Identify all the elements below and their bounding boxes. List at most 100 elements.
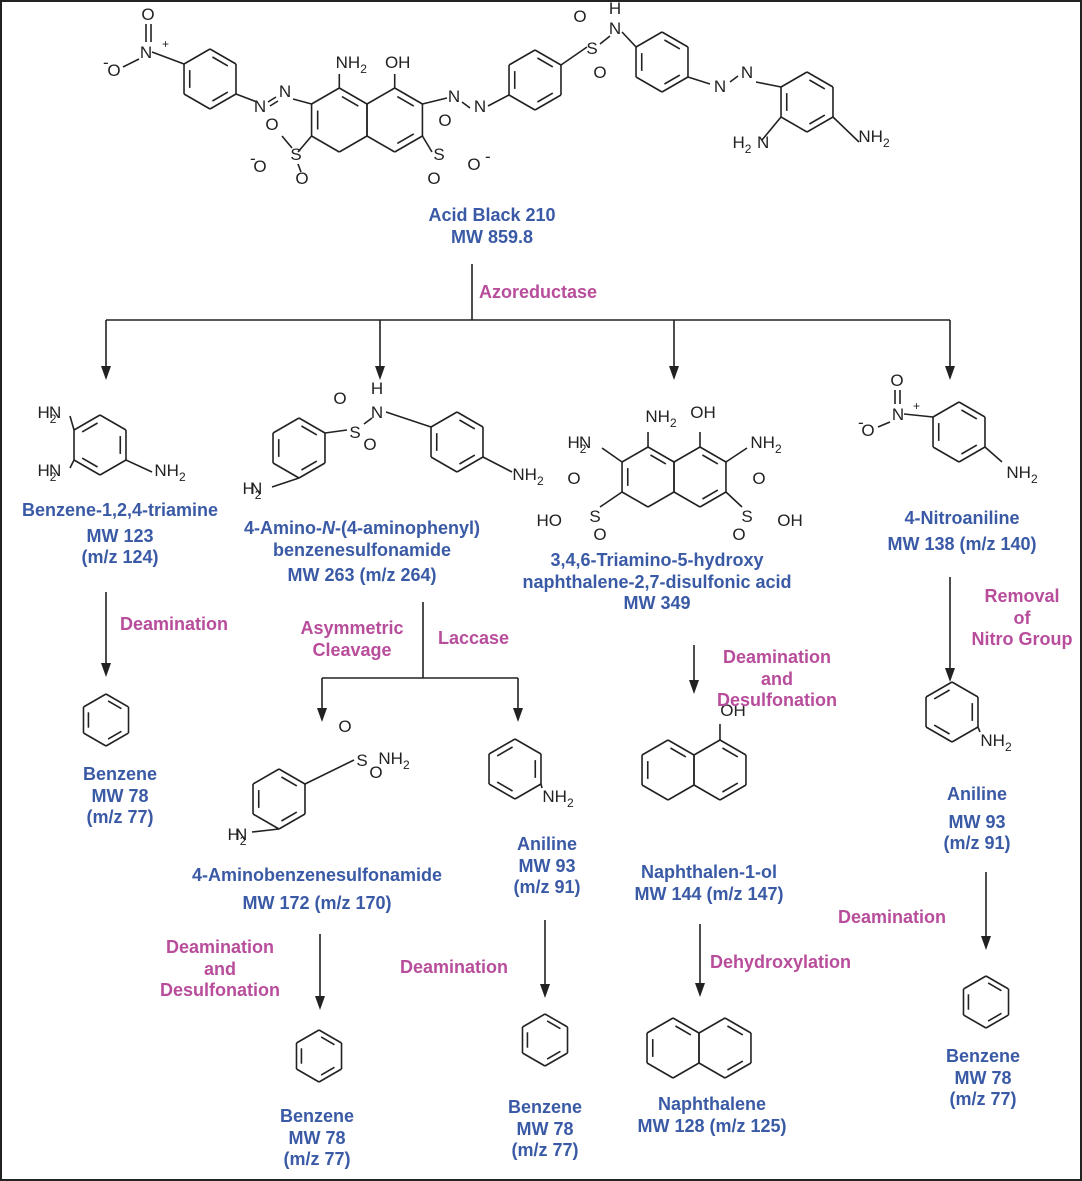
atom-label: N	[235, 825, 247, 844]
atom-label: +	[162, 37, 169, 51]
ring-bond	[272, 462, 300, 479]
ring-bond	[641, 784, 669, 801]
ring-bond	[925, 726, 953, 743]
ring-bond	[958, 401, 986, 418]
bond	[69, 415, 75, 431]
ring-bond	[661, 31, 689, 48]
ring-bond	[311, 87, 340, 105]
double-bond	[546, 1050, 561, 1060]
bond	[599, 35, 611, 45]
ring-bond	[456, 411, 484, 428]
bond	[560, 46, 588, 66]
double-bond	[961, 444, 978, 455]
atom-label: NH2	[336, 53, 368, 76]
double-bond	[341, 95, 359, 107]
bond	[601, 447, 623, 463]
atom-label: N	[49, 403, 61, 422]
double-bond	[396, 95, 415, 107]
ring-bond	[318, 1068, 342, 1083]
double-bond	[727, 1060, 744, 1071]
atom-label: -	[858, 413, 864, 432]
arrow-head	[945, 366, 955, 380]
arrow-head	[513, 708, 523, 722]
bond	[125, 459, 153, 473]
parent-compound-label: Acid Black 210 MW 859.8	[392, 205, 592, 248]
atom-label: H	[371, 379, 383, 398]
double-bond	[301, 425, 318, 436]
double-bond	[650, 454, 667, 465]
ring-bond	[647, 491, 675, 508]
bond	[251, 828, 280, 833]
naphthalene-label: Naphthalene MW 128 (m/z 125)	[637, 1094, 787, 1136]
atom-label: O	[567, 469, 580, 488]
ring-bond	[488, 738, 516, 755]
ring-bond	[488, 783, 516, 800]
atom-label: NH2	[645, 407, 677, 430]
ring-bond	[719, 784, 747, 801]
ring-bond	[298, 462, 326, 479]
atom-label: O	[593, 63, 606, 82]
double-bond	[212, 56, 229, 67]
ring-bond	[667, 784, 695, 801]
bond	[832, 116, 860, 143]
double-bond	[702, 454, 719, 465]
bond	[761, 116, 782, 141]
atom-label: -	[250, 149, 256, 168]
atom-label: O	[265, 115, 278, 134]
bond	[755, 81, 782, 88]
double-bond	[107, 700, 122, 710]
double-bond	[281, 811, 298, 822]
ring-bond	[183, 93, 211, 110]
ring-bond	[83, 732, 107, 747]
arrow-head	[540, 984, 550, 998]
atom-label: S	[741, 507, 752, 526]
double-bond	[320, 1066, 335, 1076]
atom-label: O	[467, 155, 480, 174]
step-deamination-aniline-1: Deamination	[400, 957, 509, 977]
product-name: 4-Nitroaniline	[904, 508, 1020, 528]
atom-label: O	[338, 717, 351, 736]
atom-label: H2	[733, 133, 752, 156]
bond	[725, 447, 748, 463]
atom-label: -	[485, 147, 491, 166]
double-bond	[212, 91, 229, 102]
atom-label: O	[732, 525, 745, 544]
atom-label: OH	[690, 403, 716, 422]
atom-label: N	[250, 479, 262, 498]
double-bond	[459, 454, 476, 465]
bond	[487, 94, 510, 107]
ring-bond	[963, 975, 987, 990]
ring-bond	[646, 1062, 674, 1079]
aniline-label-2: Aniline MW 93 (m/z 91)	[943, 784, 1011, 854]
atom-label: S	[349, 423, 360, 442]
ring-bond	[719, 739, 747, 756]
step-deamination-1: Deamination	[120, 614, 229, 634]
ring-bond	[641, 739, 669, 756]
bond	[122, 58, 140, 68]
double-bond	[459, 419, 476, 430]
ring-bond	[985, 1014, 1009, 1029]
double-bond	[722, 782, 739, 793]
bond	[687, 76, 711, 85]
atom-label: N	[474, 97, 486, 116]
ring-bond	[958, 446, 986, 463]
step-deamination-desulfonation-sulfonamide: Deamination and Desulfonation	[160, 937, 280, 1001]
double-bond	[675, 1025, 692, 1036]
ring-bond	[272, 417, 300, 434]
ring-bond	[635, 31, 663, 48]
atom-label: O	[427, 169, 440, 188]
atom-label: OH	[777, 511, 803, 530]
atom-label: NH2	[512, 465, 544, 488]
ring-bond	[394, 87, 423, 105]
atom-label: NH2	[1006, 463, 1038, 486]
benzene-label-3: Benzene MW 78 (m/z 77)	[507, 1097, 583, 1161]
ring-bond	[99, 414, 127, 431]
product-nitroaniline-label: 4-Nitroaniline MW 138 (m/z 140)	[852, 508, 1072, 555]
ring-bond	[318, 1029, 342, 1044]
atom-label: -	[103, 53, 109, 72]
ring-bond	[252, 813, 280, 830]
atom-label: N	[609, 19, 621, 38]
ring-bond	[673, 491, 701, 508]
product-name-line2: benzenesulfonamide	[272, 539, 452, 560]
ring-bond	[338, 87, 368, 105]
